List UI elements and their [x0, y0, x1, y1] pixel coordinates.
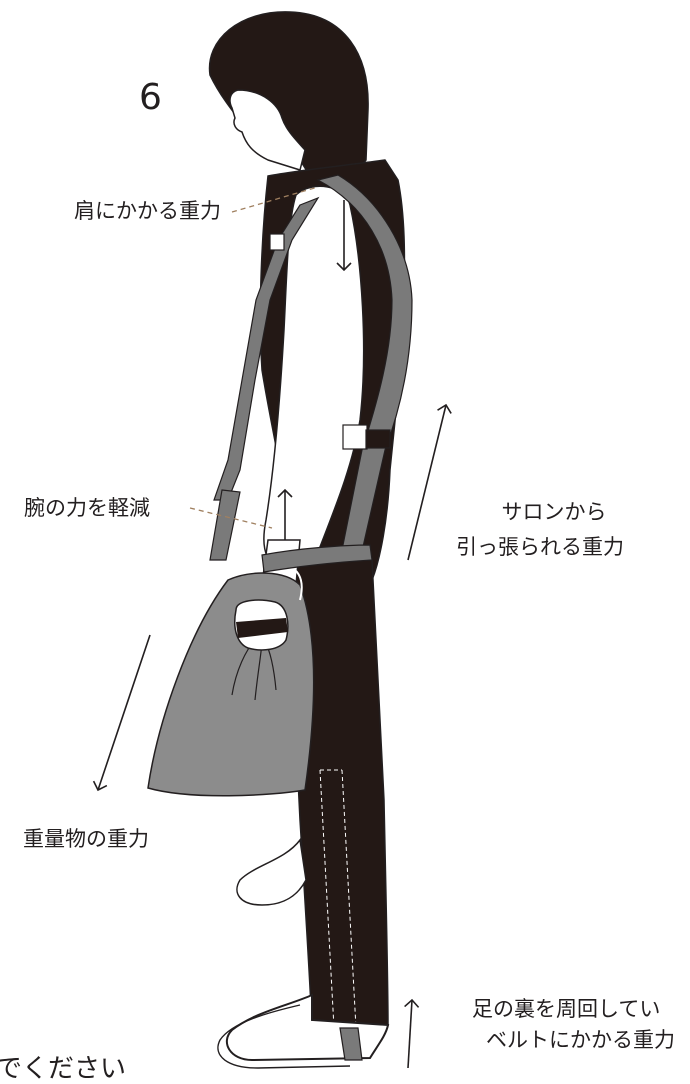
label-reduce-arm-force: 腕の力を軽減	[24, 496, 150, 520]
label-foot-belt-line2: ベルトにかかる重力	[486, 1028, 675, 1052]
label-load-gravity: 重量物の重力	[23, 827, 149, 851]
strap-bag-link	[209, 489, 241, 561]
slipper-outline	[217, 1004, 351, 1069]
label-foot-belt-line1: 足の裏を周回してい	[472, 997, 661, 1021]
arrow-foot	[404, 998, 420, 1069]
face	[229, 89, 306, 171]
back-buckle-black	[365, 429, 391, 449]
waist-belt	[261, 544, 373, 573]
seam-right	[341, 769, 357, 1029]
seam-left	[319, 769, 335, 1029]
wrist-band	[236, 618, 288, 638]
arrow-load	[92, 634, 151, 792]
label-salon-pull-line1: サロンから	[501, 500, 607, 524]
bottom-cut-text: でください	[0, 1054, 127, 1084]
back-buckle-white	[342, 424, 368, 450]
arrow-salon	[407, 403, 452, 561]
step-number: 6	[139, 77, 162, 118]
back-foot	[236, 838, 307, 906]
bag	[147, 572, 315, 797]
foot-belt	[339, 1027, 363, 1061]
leader-shoulder	[231, 186, 319, 213]
shoulder-buckle	[269, 233, 285, 251]
label-shoulder-gravity: 肩にかかる重力	[74, 199, 221, 223]
label-salon-pull-line2: 引っ張られる重力	[456, 535, 624, 559]
